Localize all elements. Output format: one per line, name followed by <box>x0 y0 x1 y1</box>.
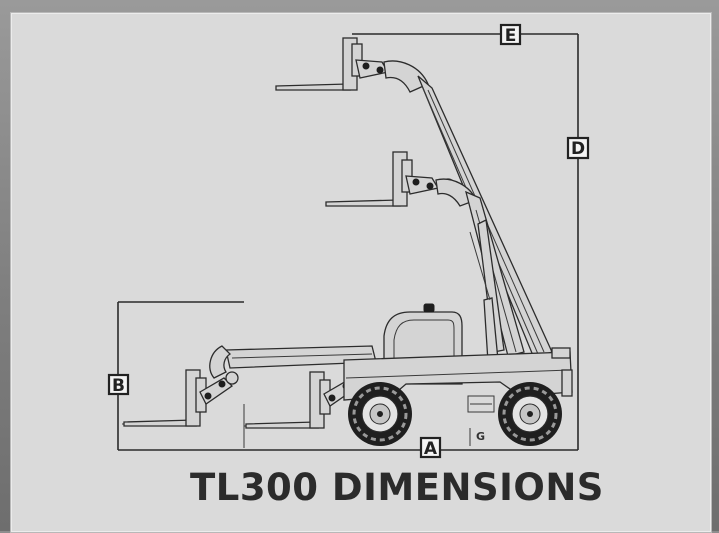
dimension-d-label: D <box>571 139 585 159</box>
lift-cylinders <box>469 219 505 363</box>
dimension-g: G <box>469 428 485 446</box>
fork-lowered-far <box>123 419 197 427</box>
counterweight <box>561 369 573 397</box>
boom-lowered <box>123 345 377 429</box>
diagram-title: TL300 DIMENSIONS <box>190 466 604 509</box>
drawing-panel <box>10 12 712 533</box>
dimension-e-marker: E <box>499 23 522 46</box>
dimension-a-label: A <box>424 439 438 459</box>
dimension-b-label: B <box>112 376 125 396</box>
dimension-b-marker: B <box>107 373 130 396</box>
dimension-a-marker: A <box>419 436 442 459</box>
dimension-e-label: E <box>505 26 517 46</box>
dimension-b-bracket <box>117 301 244 450</box>
fork-raised-full <box>275 83 351 91</box>
dimension-d-e-bracket <box>352 33 579 450</box>
boom-raised-full <box>275 37 429 93</box>
rear-wheel <box>498 382 562 446</box>
dimension-d-marker: D <box>566 136 590 160</box>
dimension-g-label: G <box>476 430 485 443</box>
fork-lowered-near <box>245 421 319 429</box>
front-wheel <box>348 382 412 446</box>
fork-raised-mid <box>325 199 401 207</box>
